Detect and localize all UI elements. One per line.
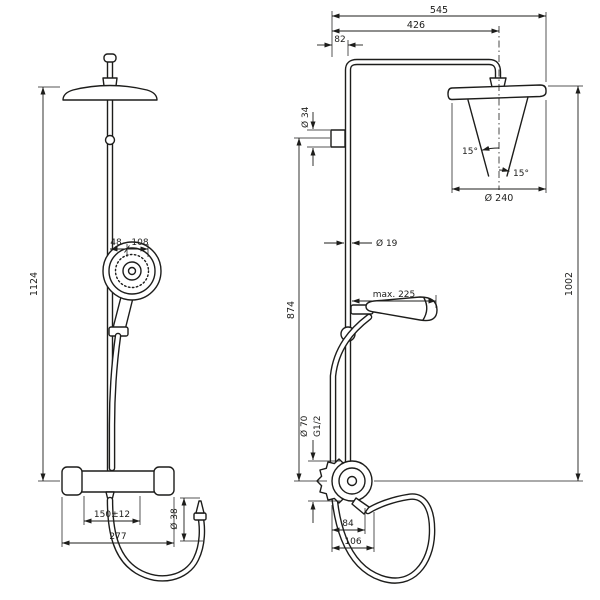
front-handshower-ring-inner: [122, 261, 142, 281]
front-pipe-cap: [103, 53, 117, 63]
side-thermostat-knob-center: [346, 475, 358, 487]
side-riser-and-arm-core: [346, 60, 500, 474]
spray-line-left: [467, 99, 490, 177]
dim-total-height-label: 1124: [29, 272, 40, 296]
dim-head-center-depth-label: 426: [407, 20, 425, 31]
dim-bracket-diameter-label: Ø 34: [300, 106, 311, 128]
side-hose-outlet-cone: [351, 497, 370, 515]
dim-hose-connector-diameter-label: Ø 38: [169, 508, 180, 530]
front-hose-upper-core: [110, 334, 120, 470]
front-handshower-nozzle-ring: [114, 253, 150, 289]
front-dimensions: 1124 48 108 Ø 38 150±12 277: [29, 86, 203, 547]
front-pipe-connector: [104, 134, 116, 146]
front-view: 1124 48 108 Ø 38 150±12 277: [29, 53, 207, 582]
dim-head-height-label: 1002: [564, 272, 575, 296]
spray-line-right: [506, 96, 529, 177]
dim-pipe-diameter-label: Ø 19: [376, 238, 398, 249]
dim-head-diameter-label: Ø 240: [485, 193, 514, 204]
side-thermostat-knob: [331, 460, 373, 502]
front-thermostat-knob-right: [153, 466, 175, 496]
side-thermostat-knob-inner: [338, 467, 366, 495]
side-dimensions: 545 426 82 Ø 34 Ø 240 15° 15°: [286, 5, 583, 552]
dim-offset-b-label: 108: [131, 238, 148, 248]
dim-bracket-height-label: 874: [286, 301, 297, 319]
dim-spray-angle-a-label: 15°: [462, 147, 478, 157]
angle-arc-right: [498, 167, 510, 172]
front-handshower-handle: [112, 296, 134, 331]
front-hose-nut: [193, 512, 207, 521]
angle-arc-left: [481, 145, 500, 151]
dim-connection-thread-label: G1/2: [313, 416, 323, 437]
side-hose-core: [331, 315, 434, 583]
dim-offset-a-label: 48: [110, 238, 122, 248]
dim-total-depth-label: 545: [430, 5, 448, 16]
dim-holder-reach-label: max. 225: [373, 290, 416, 300]
front-thermostat-body: [79, 470, 157, 493]
side-view: 545 426 82 Ø 34 Ø 240 15° 15°: [286, 5, 583, 584]
side-riser-and-arm: [344, 58, 502, 476]
front-handshower-center: [127, 266, 137, 276]
side-wall-bracket: [330, 129, 346, 148]
dim-outlet-depth-label: 84: [342, 519, 354, 529]
front-overhead-shower: [62, 84, 158, 101]
dim-inlet-spacing-label: 150±12: [94, 510, 130, 520]
side-overhead-shower: [447, 84, 547, 101]
dim-escutcheon-diameter-label: Ø 70: [299, 415, 310, 437]
dim-hose-depth-label: 106: [344, 537, 361, 547]
front-handshower-face: [102, 241, 162, 301]
dim-valve-width-label: 277: [109, 532, 126, 542]
front-hose-loop-core: [108, 498, 204, 581]
dim-spray-angle-b-label: 15°: [513, 169, 529, 179]
dim-pipe-wall-offset-label: 82: [334, 35, 345, 45]
front-thermostat-knob-left: [61, 466, 83, 496]
front-hose-cone: [195, 500, 205, 514]
